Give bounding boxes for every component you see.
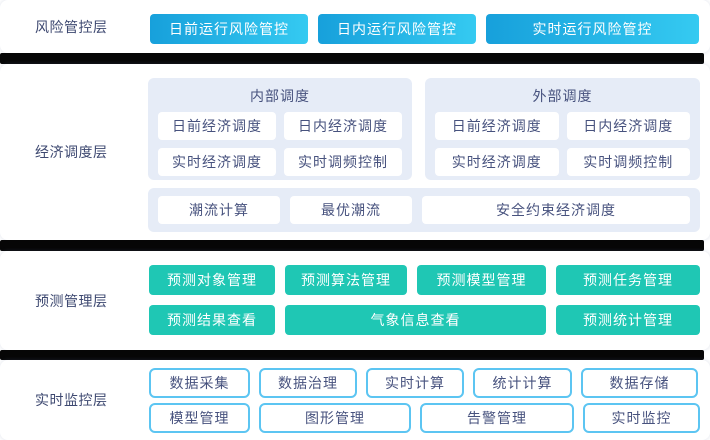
button-data-storage[interactable]: 数据存储 bbox=[581, 368, 698, 398]
button-forecast-model-mgmt[interactable]: 预测模型管理 bbox=[417, 265, 546, 295]
button-realtime-frequency-control[interactable]: 实时调频控制 bbox=[566, 148, 690, 176]
layer-card-monitor: 实时监控层 数据采集 数据治理 实时计算 统计计算 数据存储 模型管理 图形管理… bbox=[0, 360, 710, 440]
button-day-ahead-risk-control[interactable]: 日前运行风险管控 bbox=[150, 14, 308, 44]
button-data-governance[interactable]: 数据治理 bbox=[259, 368, 357, 398]
button-weather-info-view[interactable]: 气象信息查看 bbox=[285, 305, 546, 335]
button-forecast-algorithm-mgmt[interactable]: 预测算法管理 bbox=[285, 265, 407, 295]
button-realtime-monitoring[interactable]: 实时监控 bbox=[583, 403, 700, 433]
layer-label-economic: 经济调度层 bbox=[35, 144, 108, 160]
button-forecast-result-view[interactable]: 预测结果查看 bbox=[149, 305, 275, 335]
button-statistical-computing[interactable]: 统计计算 bbox=[473, 368, 572, 398]
panel-title-external: 外部调度 bbox=[532, 88, 593, 104]
button-realtime-risk-control[interactable]: 实时运行风险管控 bbox=[486, 14, 699, 44]
button-forecast-object-mgmt[interactable]: 预测对象管理 bbox=[149, 265, 275, 295]
button-optimal-power-flow[interactable]: 最优潮流 bbox=[290, 196, 412, 224]
layer-label-risk: 风险管控层 bbox=[35, 18, 108, 35]
panel-power-flow: 潮流计算 最优潮流 安全约束经济调度 bbox=[148, 188, 700, 232]
button-graphics-mgmt[interactable]: 图形管理 bbox=[259, 403, 411, 433]
button-data-collection[interactable]: 数据采集 bbox=[149, 368, 250, 398]
button-forecast-statistics-mgmt[interactable]: 预测统计管理 bbox=[556, 305, 700, 335]
layer-card-forecast: 预测管理层 预测对象管理 预测算法管理 预测模型管理 预测任务管理 预测结果查看… bbox=[0, 251, 710, 350]
button-alarm-mgmt[interactable]: 告警管理 bbox=[420, 403, 574, 433]
divider-bar bbox=[0, 53, 704, 64]
button-security-constrained-dispatch[interactable]: 安全约束经济调度 bbox=[422, 196, 690, 224]
button-intraday-risk-control[interactable]: 日内运行风险管控 bbox=[318, 14, 476, 44]
layer-label-forecast: 预测管理层 bbox=[35, 292, 108, 309]
layer-card-risk: 风险管控层 日前运行风险管控 日内运行风险管控 实时运行风险管控 bbox=[0, 0, 710, 53]
button-forecast-task-mgmt[interactable]: 预测任务管理 bbox=[556, 265, 700, 295]
button-realtime-economic-dispatch[interactable]: 实时经济调度 bbox=[158, 148, 276, 176]
button-power-flow-calculation[interactable]: 潮流计算 bbox=[158, 196, 280, 224]
button-realtime-frequency-control[interactable]: 实时调频控制 bbox=[284, 148, 402, 176]
button-realtime-computing[interactable]: 实时计算 bbox=[366, 368, 464, 398]
layer-label-monitor: 实时监控层 bbox=[35, 392, 108, 408]
layer-card-economic: 经济调度层 内部调度 日前经济调度 日内经济调度 实时经济调度 实时调频控制 外… bbox=[0, 64, 710, 240]
button-model-mgmt[interactable]: 模型管理 bbox=[149, 403, 250, 433]
power-flow-row: 潮流计算 最优潮流 安全约束经济调度 bbox=[158, 196, 690, 224]
internal-dispatch-grid: 日前经济调度 日内经济调度 实时经济调度 实时调频控制 bbox=[158, 112, 402, 176]
monitor-row-2: 模型管理 图形管理 告警管理 实时监控 bbox=[149, 403, 700, 433]
button-day-ahead-economic-dispatch[interactable]: 日前经济调度 bbox=[158, 112, 276, 140]
forecast-row-2: 预测结果查看 气象信息查看 预测统计管理 bbox=[149, 305, 700, 335]
risk-button-row: 日前运行风险管控 日内运行风险管控 实时运行风险管控 bbox=[150, 14, 699, 44]
button-intraday-economic-dispatch[interactable]: 日内经济调度 bbox=[566, 112, 690, 140]
button-intraday-economic-dispatch[interactable]: 日内经济调度 bbox=[284, 112, 402, 140]
panel-internal-dispatch: 内部调度 日前经济调度 日内经济调度 实时经济调度 实时调频控制 bbox=[148, 78, 412, 180]
panel-title-internal: 内部调度 bbox=[250, 88, 310, 104]
monitor-row-1: 数据采集 数据治理 实时计算 统计计算 数据存储 bbox=[149, 368, 698, 398]
panel-external-dispatch: 外部调度 日前经济调度 日内经济调度 实时经济调度 实时调频控制 bbox=[425, 78, 700, 180]
forecast-row-1: 预测对象管理 预测算法管理 预测模型管理 预测任务管理 bbox=[149, 265, 700, 295]
button-realtime-economic-dispatch[interactable]: 实时经济调度 bbox=[435, 148, 559, 176]
external-dispatch-grid: 日前经济调度 日内经济调度 实时经济调度 实时调频控制 bbox=[435, 112, 690, 176]
divider-bar bbox=[0, 350, 704, 360]
button-day-ahead-economic-dispatch[interactable]: 日前经济调度 bbox=[435, 112, 559, 140]
divider-bar bbox=[0, 240, 704, 251]
